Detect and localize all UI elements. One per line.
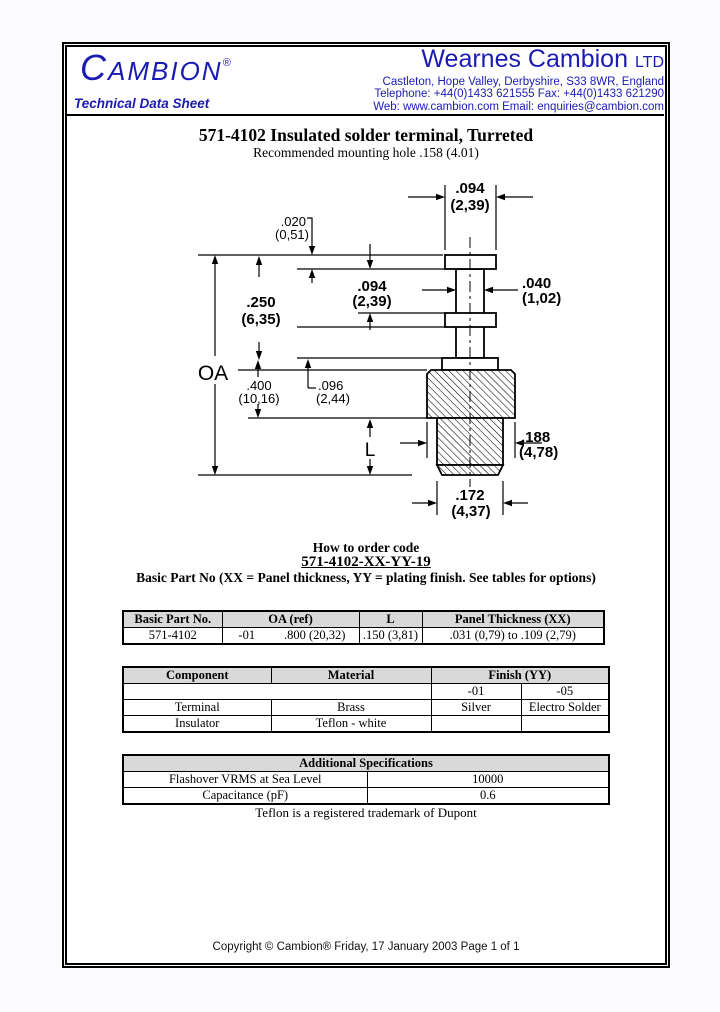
- dim-stem-in: .040: [522, 275, 551, 292]
- finish-codes-row: -01 -05: [122, 683, 610, 700]
- dim-tip-width: .172 (4,37): [412, 481, 528, 520]
- col-oa-ref: OA (ref): [221, 610, 360, 628]
- reference-lines: [198, 254, 445, 476]
- order-code: 571-4102-XX-YY-19: [62, 554, 670, 571]
- spec-name: Flashover VRMS at Sea Level: [122, 771, 368, 788]
- spec-value: 0.6: [366, 787, 610, 805]
- dim-insulator-mm: (2,44): [316, 391, 350, 406]
- cell-part-no: 571-4102: [122, 627, 223, 645]
- additional-specs-title: Additional Specifications: [122, 754, 610, 772]
- dim-groove: .094 (2,39): [352, 244, 392, 330]
- company-phone-fax: Telephone: +44(0)1433 621555 Fax: +44(0)…: [374, 88, 664, 101]
- body-tip-chamfer: [435, 464, 505, 476]
- finish-code-05: -05: [520, 683, 610, 700]
- dim-top-width: .094 (2,39): [408, 180, 533, 250]
- table-row: Insulator Teflon - white: [122, 715, 610, 733]
- order-code-note: Basic Part No (XX = Panel thickness, YY …: [136, 570, 596, 585]
- dim-mid-mm: (10,16): [238, 391, 279, 406]
- cell-oa-value: .800 (20,32): [271, 627, 360, 645]
- dim-body-in: .188: [521, 429, 550, 446]
- cell-component: Insulator: [122, 715, 272, 733]
- page-footer: Copyright © Cambion® Friday, 17 January …: [212, 941, 520, 953]
- spec-name: Capacitance (pF): [122, 787, 368, 805]
- table-row: 571-4102 -01 .800 (20,32) .150 (3,81) .0…: [122, 627, 605, 645]
- cell-finish-05: [520, 715, 610, 733]
- dim-groove-in: .094: [357, 278, 387, 295]
- registered-mark-icon: ®: [222, 57, 231, 69]
- col-l: L: [358, 610, 423, 628]
- dim-tip-in: .172: [455, 487, 484, 504]
- dim-length-l: L: [365, 419, 376, 475]
- cell-material: Brass: [270, 699, 432, 716]
- dim-stem-width: .040 (1,02): [422, 275, 561, 307]
- company-web-email: Web: www.cambion.com Email: enquiries@ca…: [373, 100, 664, 113]
- dim-body-width: .188 (4,78): [400, 422, 558, 461]
- technical-data-sheet-label: Technical Data Sheet: [74, 96, 210, 111]
- col-material: Material: [270, 666, 432, 684]
- company-name: Wearnes Cambion LTD: [373, 46, 664, 76]
- cell-l-value: .150 (3,81): [358, 627, 423, 645]
- specs-table: Basic Part No. OA (ref) L Panel Thicknes…: [122, 610, 605, 645]
- terminal-technical-drawing: .094 (2,39) .020 (0,51) .250 (6,35): [198, 180, 561, 520]
- dim-insulator-in: .096: [318, 378, 343, 393]
- dim-mid-in: .400: [246, 378, 271, 393]
- page-title: 571-4102 Insulated solder terminal, Turr…: [198, 125, 534, 145]
- dim-groove-mm: (2,39): [352, 293, 391, 310]
- cell-panel-thickness: .031 (0,79) to .109 (2,79): [421, 627, 605, 645]
- dim-cap-in: .020: [281, 214, 306, 229]
- turret-terminal-outline: [426, 237, 516, 487]
- col-component: Component: [122, 666, 272, 684]
- empty-cell: [122, 683, 432, 700]
- cell-finish-01: [430, 715, 522, 733]
- dim-cap-thickness: .020 (0,51): [275, 214, 316, 283]
- dim-top-width-mm: (2,39): [450, 197, 489, 214]
- dim-length-label: L: [365, 440, 376, 461]
- dim-upper-mm: (6,35): [241, 311, 280, 328]
- dim-cap-mm: (0,51): [275, 227, 309, 242]
- table-row: Flashover VRMS at Sea Level 10000: [122, 771, 610, 788]
- company-suffix: LTD: [634, 54, 664, 71]
- order-code-heading: How to order code: [312, 540, 420, 555]
- logo-text: AMBION: [108, 56, 223, 86]
- dim-overall-oa: OA: [198, 255, 228, 475]
- col-basic-part-no: Basic Part No.: [122, 610, 223, 628]
- body-upper-hatched: [426, 369, 516, 419]
- cell-material: Teflon - white: [270, 715, 432, 733]
- cell-finish-05: Electro Solder: [520, 699, 610, 716]
- cell-component: Terminal: [122, 699, 272, 716]
- finish-code-01: -01: [430, 683, 522, 700]
- dim-insulator: .096 (2,44): [304, 359, 350, 406]
- table-header-row: Basic Part No. OA (ref) L Panel Thicknes…: [122, 610, 605, 628]
- col-panel-thickness: Panel Thickness (XX): [421, 610, 605, 628]
- company-name-text: Wearnes Cambion: [421, 45, 628, 73]
- order-code-text: 571-4102-XX-YY-19: [301, 554, 431, 570]
- spec-value: 10000: [366, 771, 610, 788]
- dim-tip-mm: (4,37): [451, 503, 490, 520]
- cell-finish-01: Silver: [430, 699, 522, 716]
- cambion-logo: CAMBION®: [80, 48, 231, 88]
- cell-oa-code: -01: [221, 627, 271, 645]
- dim-mid-length: .400 (10,16): [238, 360, 280, 418]
- col-finish: Finish (YY): [430, 666, 610, 684]
- table-row: Terminal Brass Silver Electro Solder: [122, 699, 610, 716]
- materials-table: Component Material Finish (YY) -01 -05 T…: [122, 666, 610, 733]
- additional-specs-table: Additional Specifications Flashover VRMS…: [122, 754, 610, 805]
- company-info: Wearnes Cambion LTD Castleton, Hope Vall…: [373, 46, 664, 113]
- dim-body-mm: (4,78): [519, 444, 558, 461]
- company-address: Castleton, Hope Valley, Derbyshire, S33 …: [382, 76, 664, 88]
- dim-top-width-in: .094: [455, 180, 485, 197]
- dim-upper-length: .250 (6,35): [241, 256, 281, 360]
- page-subtitle: Recommended mounting hole .158 (4.01): [253, 145, 479, 160]
- dim-stem-mm: (1,02): [522, 290, 561, 307]
- table-header-row: Component Material Finish (YY): [122, 666, 610, 684]
- table-row: Capacitance (pF) 0.6: [122, 787, 610, 805]
- header-divider: [66, 114, 664, 116]
- trademark-note: Teflon is a registered trademark of Dupo…: [255, 805, 477, 820]
- dim-upper-in: .250: [246, 294, 275, 311]
- dim-overall-label: OA: [198, 362, 228, 385]
- logo-letter-c: C: [80, 47, 108, 88]
- table-header-row: Additional Specifications: [122, 754, 610, 772]
- page-border: [62, 42, 670, 968]
